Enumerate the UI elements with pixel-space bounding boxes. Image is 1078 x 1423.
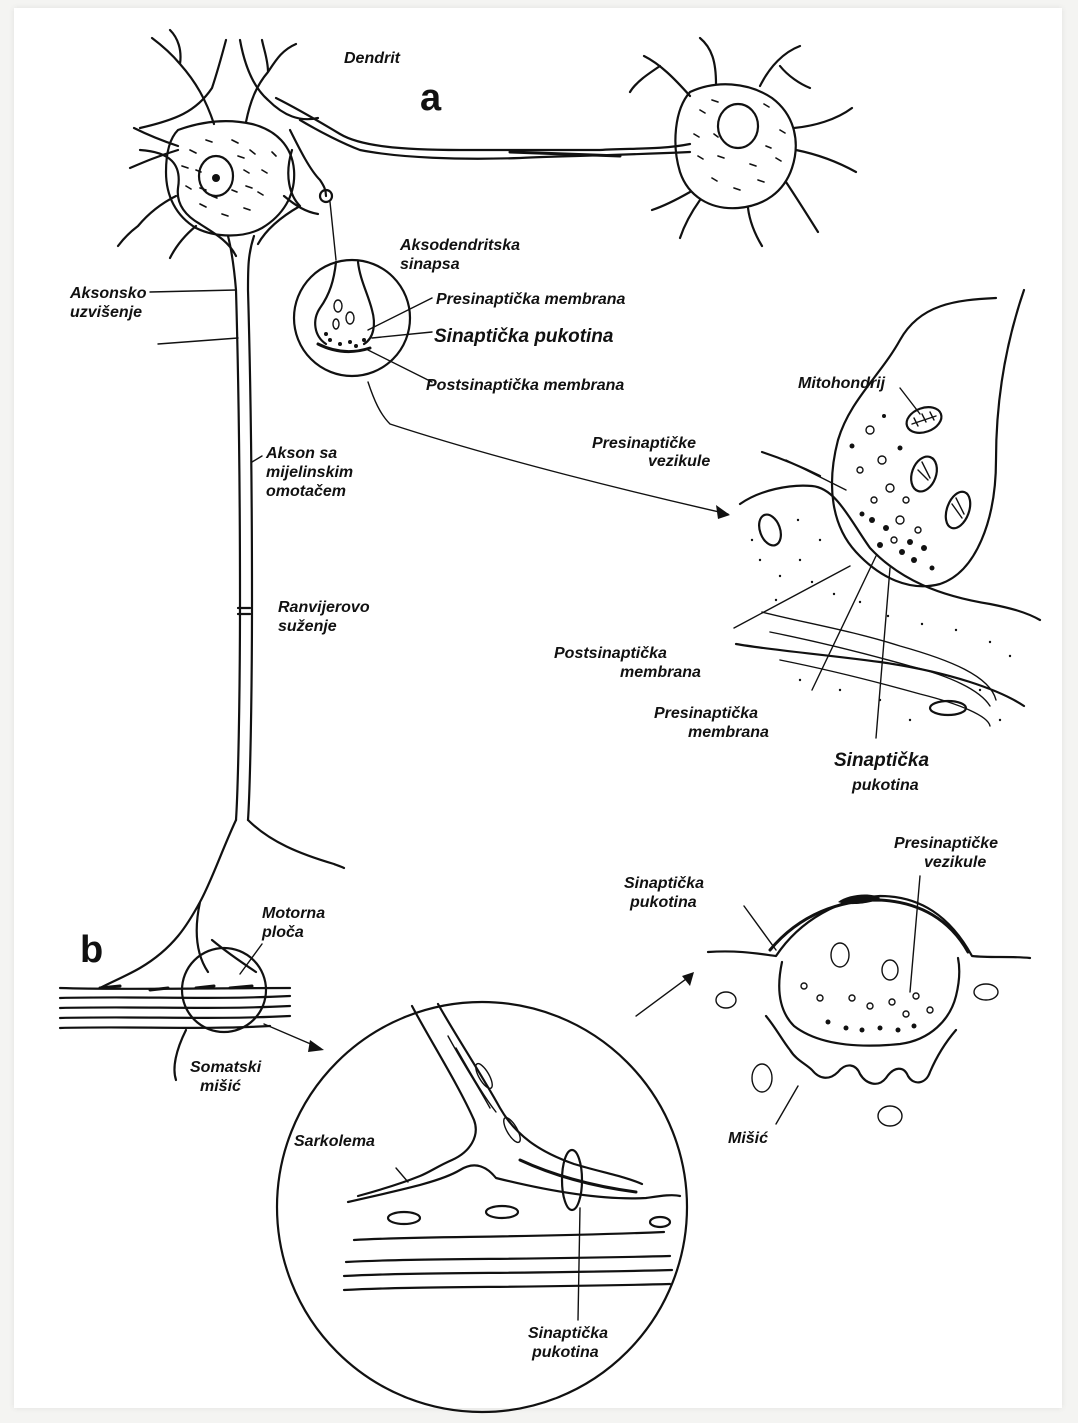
- label-aksodendritska-2: sinapsa: [400, 256, 460, 273]
- left-dendrites: [118, 30, 318, 258]
- panel-b-label: b: [80, 929, 103, 971]
- label-b-sinapticka-1: Sinaptička: [624, 875, 704, 892]
- label-akson-3: omotačem: [266, 483, 346, 500]
- label-somatski-2: mišić: [200, 1078, 241, 1095]
- label-dendrit: Dendrit: [344, 50, 401, 67]
- label-akson-2: mijelinskim: [266, 464, 353, 481]
- label-aksonsko-2: uzvišenje: [70, 304, 142, 321]
- label-b-vezikule-2: vezikule: [924, 854, 986, 871]
- label-akson-1: Akson sa: [265, 445, 337, 462]
- sarcolemma-magnifier-circle: [277, 1002, 687, 1412]
- label-misic: Mišić: [728, 1130, 768, 1147]
- label-b-vezikule-1: Presinaptičke: [894, 835, 998, 852]
- left-soma-granules: [182, 140, 276, 216]
- label-ranvier-1: Ranvijerovo: [278, 599, 370, 616]
- left-soma-outline: [166, 121, 294, 235]
- sarcolemma-inset: [277, 1002, 687, 1412]
- label-sinapticka-1: Sinaptička: [834, 750, 929, 771]
- label-c-sinapticka-1: Sinaptička: [528, 1325, 608, 1342]
- right-neuron: [630, 38, 856, 246]
- label-presinapticke-vezikule-1: Presinaptičke: [592, 435, 696, 452]
- motor-plate-circle: [182, 948, 266, 1032]
- label-presinapticka-membrana-top: Presinaptička membrana: [436, 291, 626, 308]
- label-motorna-1: Motorna: [262, 905, 325, 922]
- axon-branches: [100, 820, 344, 988]
- right-dendrites: [630, 38, 856, 246]
- axodendritic-connection: [276, 98, 690, 260]
- right-nucleus: [718, 104, 758, 148]
- right-soma-outline: [675, 84, 795, 208]
- label-presinapticka-1: Presinaptička: [654, 705, 758, 722]
- label-b-sinapticka-2: pukotina: [629, 894, 697, 911]
- label-postsinapticka-2: membrana: [620, 664, 701, 681]
- label-c-sinapticka-2: pukotina: [531, 1344, 599, 1361]
- label-sinapticka-2: pukotina: [851, 777, 919, 794]
- label-sinapticka-pukotina-top: Sinaptička pukotina: [434, 326, 614, 347]
- label-aksonsko-1: Aksonsko: [69, 285, 147, 302]
- panel-a-label: a: [420, 77, 442, 119]
- label-presinapticke-vezikule-2: vezikule: [648, 453, 710, 470]
- label-postsinapticka-membrana-top: Postsinaptička membrana: [426, 377, 624, 394]
- label-somatski-1: Somatski: [190, 1059, 262, 1076]
- enlarged-synapse: [734, 290, 1040, 738]
- label-presinapticka-2: membrana: [688, 724, 769, 741]
- left-neuron: [100, 30, 344, 988]
- left-soma: [140, 40, 318, 256]
- label-ranvier-2: suženje: [278, 618, 337, 635]
- label-postsinapticka-1: Postsinaptička: [554, 645, 667, 662]
- label-aksodendritska-1: Aksodendritska: [399, 237, 520, 254]
- end-plate-detail: [636, 876, 1030, 1126]
- label-mitohondrij: Mitohondrij: [798, 375, 886, 392]
- label-sarkolema: Sarkolema: [294, 1133, 375, 1150]
- left-axon: [228, 236, 254, 820]
- label-motorna-2: ploča: [261, 924, 304, 941]
